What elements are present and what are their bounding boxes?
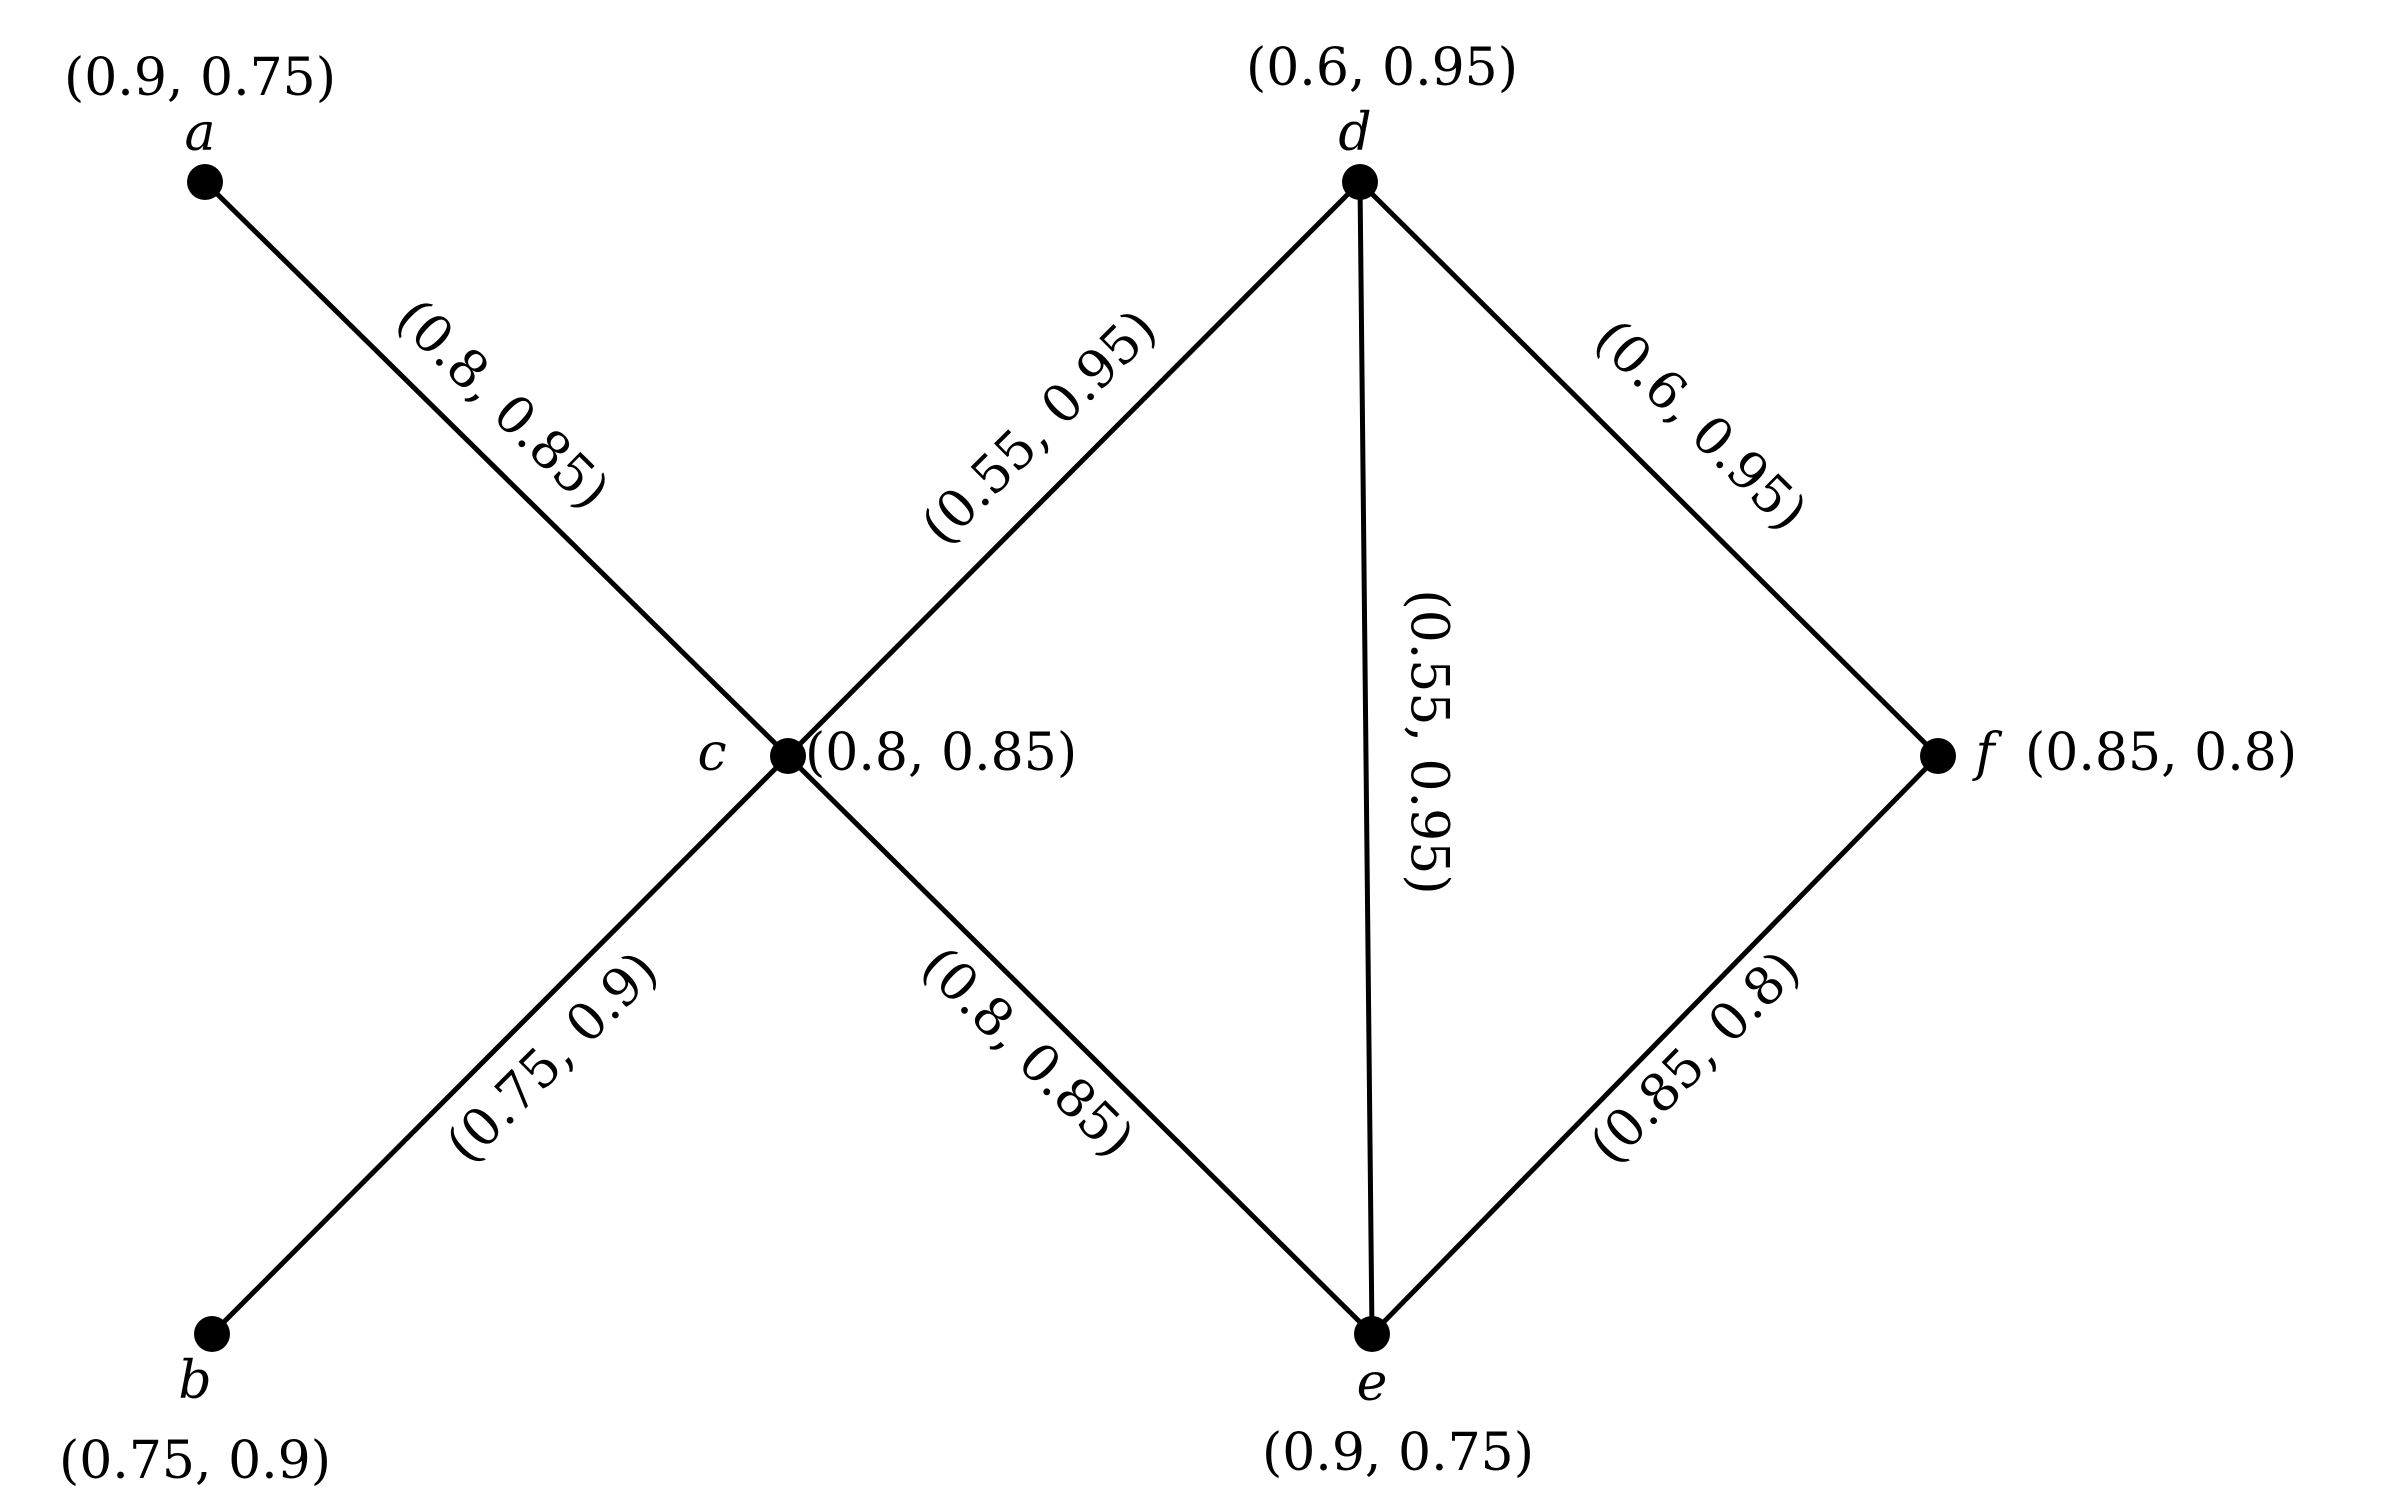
edge-label-d-f: (0.6, 0.95) (1583, 308, 1818, 542)
edge-d-e (1357, 179, 1375, 1337)
vertex-name-b: b (178, 1351, 211, 1411)
vertices (187, 164, 1956, 1352)
edge-d-f (1357, 179, 1941, 759)
edge-c-d (785, 179, 1363, 759)
vertex-f (1920, 738, 1956, 774)
vertex-name-f: f (1971, 723, 2002, 783)
vertex-a (187, 164, 223, 200)
vertex-label-d: (0.6, 0.95) (1246, 38, 1518, 98)
edge-label-c-d: (0.55, 0.95) (910, 298, 1168, 556)
vertex-name-d: d (1338, 103, 1371, 163)
edge-e-f (1369, 753, 1941, 1337)
edges (202, 179, 1941, 1337)
edge-b-c (209, 753, 791, 1337)
vertex-name-a: a (184, 103, 215, 163)
vertex-c (770, 738, 806, 774)
vertex-labels: (0.9, 0.75) (0.75, 0.9) (0.8, 0.85) (0.6… (59, 38, 2297, 1491)
vertex-name-e: e (1357, 1353, 1388, 1413)
edge-label-d-e: (0.55, 0.95) (1399, 589, 1459, 894)
vertex-label-e: (0.9, 0.75) (1262, 1423, 1534, 1483)
vertex-e (1354, 1316, 1390, 1352)
vertex-name-c: c (697, 723, 726, 783)
vertex-label-b: (0.75, 0.9) (59, 1431, 331, 1491)
vertex-b (194, 1316, 230, 1352)
vertex-label-f: (0.85, 0.8) (2025, 723, 2297, 783)
vertex-label-a: (0.9, 0.75) (64, 48, 336, 108)
edge-a-c (202, 179, 791, 759)
vertex-label-c: (0.8, 0.85) (805, 723, 1077, 783)
edge-label-b-c: (0.75, 0.9) (435, 940, 670, 1175)
edge-label-e-f: (0.85, 0.8) (1579, 939, 1812, 1175)
edge-label-c-e: (0.8, 0.85) (910, 935, 1146, 1169)
edge-label-a-c: (0.8, 0.85) (385, 288, 621, 522)
edge-c-e (785, 753, 1375, 1337)
vertex-names: a b c d e f (178, 103, 2002, 1413)
vertex-d (1342, 164, 1378, 200)
